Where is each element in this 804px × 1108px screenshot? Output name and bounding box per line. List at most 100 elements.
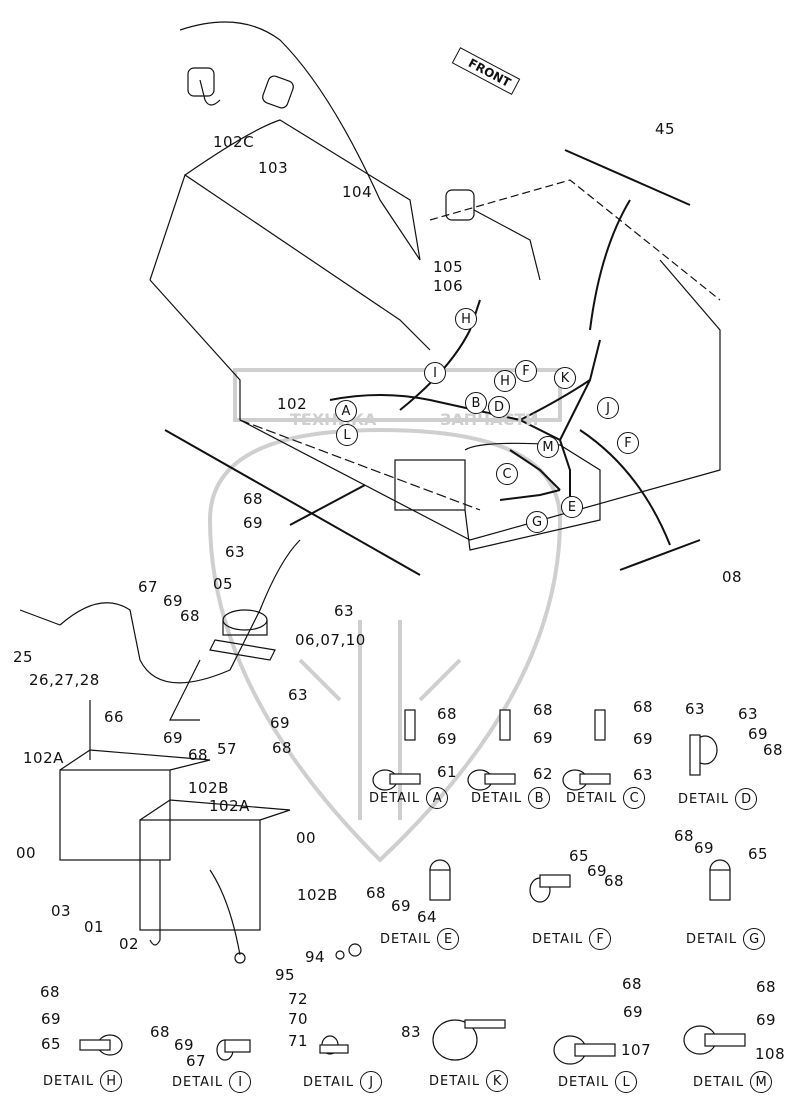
- detail-k-part-83: 83: [401, 1023, 422, 1041]
- detail-d-part-63: 63: [685, 700, 706, 718]
- detail-a-caption: DETAIL A: [369, 787, 449, 809]
- detail-word: DETAIL: [558, 1074, 610, 1090]
- part-label-69: 69: [163, 729, 184, 747]
- part-label-94: 94: [305, 948, 326, 966]
- detail-letter-b: B: [528, 787, 551, 809]
- detail-e-part-64: 64: [417, 908, 438, 926]
- part-label-63: 63: [288, 686, 309, 704]
- part-label-102b: 102B: [297, 886, 338, 904]
- detail-j-part-71: 71: [288, 1032, 309, 1050]
- detail-c-caption: DETAIL C: [566, 787, 646, 809]
- detail-word: DETAIL: [172, 1074, 224, 1090]
- callout-f-1: F: [515, 360, 537, 382]
- part-label-57: 57: [217, 740, 238, 758]
- detail-g-part-69: 69: [694, 839, 715, 857]
- callout-k: K: [554, 367, 576, 389]
- detail-b-part-62: 62: [533, 765, 554, 783]
- detail-letter-i: I: [229, 1071, 252, 1093]
- callout-l: L: [336, 424, 358, 446]
- part-label-63: 63: [225, 543, 246, 561]
- detail-h-part-68: 68: [40, 983, 61, 1001]
- part-label-67: 67: [138, 578, 159, 596]
- detail-c-part-69: 69: [633, 730, 654, 748]
- detail-a-part-61: 61: [437, 763, 458, 781]
- detail-word: DETAIL: [471, 790, 523, 806]
- detail-j-caption: DETAIL J: [303, 1071, 383, 1093]
- part-label-69: 69: [270, 714, 291, 732]
- cab-body: [149, 21, 721, 541]
- detail-word: DETAIL: [369, 790, 421, 806]
- detail-f-part-68: 68: [604, 872, 625, 890]
- detail-j-part-72: 72: [288, 990, 309, 1008]
- detail-c-part-68: 68: [633, 698, 654, 716]
- detail-f-part-65: 65: [569, 847, 590, 865]
- callout-m: M: [537, 436, 559, 458]
- detail-h-part-65: 65: [41, 1035, 62, 1053]
- part-label-26-27-28: 26,27,28: [29, 671, 100, 689]
- part-label-01: 01: [84, 918, 105, 936]
- detail-m-part-69: 69: [756, 1011, 777, 1029]
- part-label-02: 02: [119, 935, 140, 953]
- part-label-102c: 102C: [213, 133, 255, 151]
- part-label-03: 03: [51, 902, 72, 920]
- detail-j-part-70: 70: [288, 1010, 309, 1028]
- detail-letter-e: E: [437, 928, 460, 950]
- part-label-08: 08: [722, 568, 743, 586]
- callout-d: D: [488, 396, 510, 418]
- detail-letter-c: C: [623, 787, 646, 809]
- detail-letter-g: G: [743, 928, 766, 950]
- part-label-105: 105: [433, 258, 464, 276]
- watermark-banner-right: ЗАПЧАСТИ: [440, 410, 539, 429]
- detail-word: DETAIL: [532, 931, 584, 947]
- detail-letter-l: L: [615, 1071, 638, 1093]
- detail-h-part-69: 69: [41, 1010, 62, 1028]
- detail-l-caption: DETAIL L: [558, 1071, 638, 1093]
- detail-k-caption: DETAIL K: [429, 1070, 509, 1092]
- battery-box: [394, 442, 601, 551]
- detail-m-part-68: 68: [756, 978, 777, 996]
- detail-i-caption: DETAIL I: [172, 1071, 252, 1093]
- detail-letter-a: A: [426, 787, 449, 809]
- detail-f-part-69: 69: [587, 862, 608, 880]
- part-label-06-07-10: 06,07,10: [295, 631, 366, 649]
- detail-letter-f: F: [589, 928, 612, 950]
- detail-i-part-69: 69: [174, 1036, 195, 1054]
- part-label-102b: 102B: [188, 779, 229, 797]
- detail-b-part-68: 68: [533, 701, 554, 719]
- part-label-68: 68: [243, 490, 264, 508]
- part-label-69: 69: [243, 514, 264, 532]
- detail-clamps: [79, 709, 746, 1065]
- detail-d-part-68: 68: [763, 741, 784, 759]
- callout-f-2: F: [617, 432, 639, 454]
- part-label-68: 68: [180, 607, 201, 625]
- callout-c: C: [496, 463, 518, 485]
- detail-l-part-107: 107: [621, 1041, 652, 1059]
- detail-d-part-69: 69: [748, 725, 769, 743]
- part-label-05: 05: [213, 575, 234, 593]
- detail-e-part-68: 68: [366, 884, 387, 902]
- detail-letter-j: J: [360, 1071, 383, 1093]
- part-label-68: 68: [188, 746, 209, 764]
- part-label-102a: 102A: [209, 797, 250, 815]
- part-label-45: 45: [655, 120, 676, 138]
- callout-e: E: [561, 496, 583, 518]
- callout-a: A: [335, 400, 357, 422]
- detail-letter-m: M: [750, 1071, 773, 1093]
- detail-word: DETAIL: [566, 790, 618, 806]
- detail-letter-h: H: [100, 1070, 123, 1092]
- part-label-106: 106: [433, 277, 464, 295]
- detail-i-part-68: 68: [150, 1023, 171, 1041]
- detail-l-part-69: 69: [623, 1003, 644, 1021]
- detail-word: DETAIL: [303, 1074, 355, 1090]
- detail-b-part-69: 69: [533, 729, 554, 747]
- detail-letter-k: K: [486, 1070, 509, 1092]
- detail-word: DETAIL: [429, 1073, 481, 1089]
- callout-b: B: [465, 392, 487, 414]
- part-label-00: 00: [16, 844, 37, 862]
- callout-i: I: [424, 362, 446, 384]
- detail-g-part-68: 68: [674, 827, 695, 845]
